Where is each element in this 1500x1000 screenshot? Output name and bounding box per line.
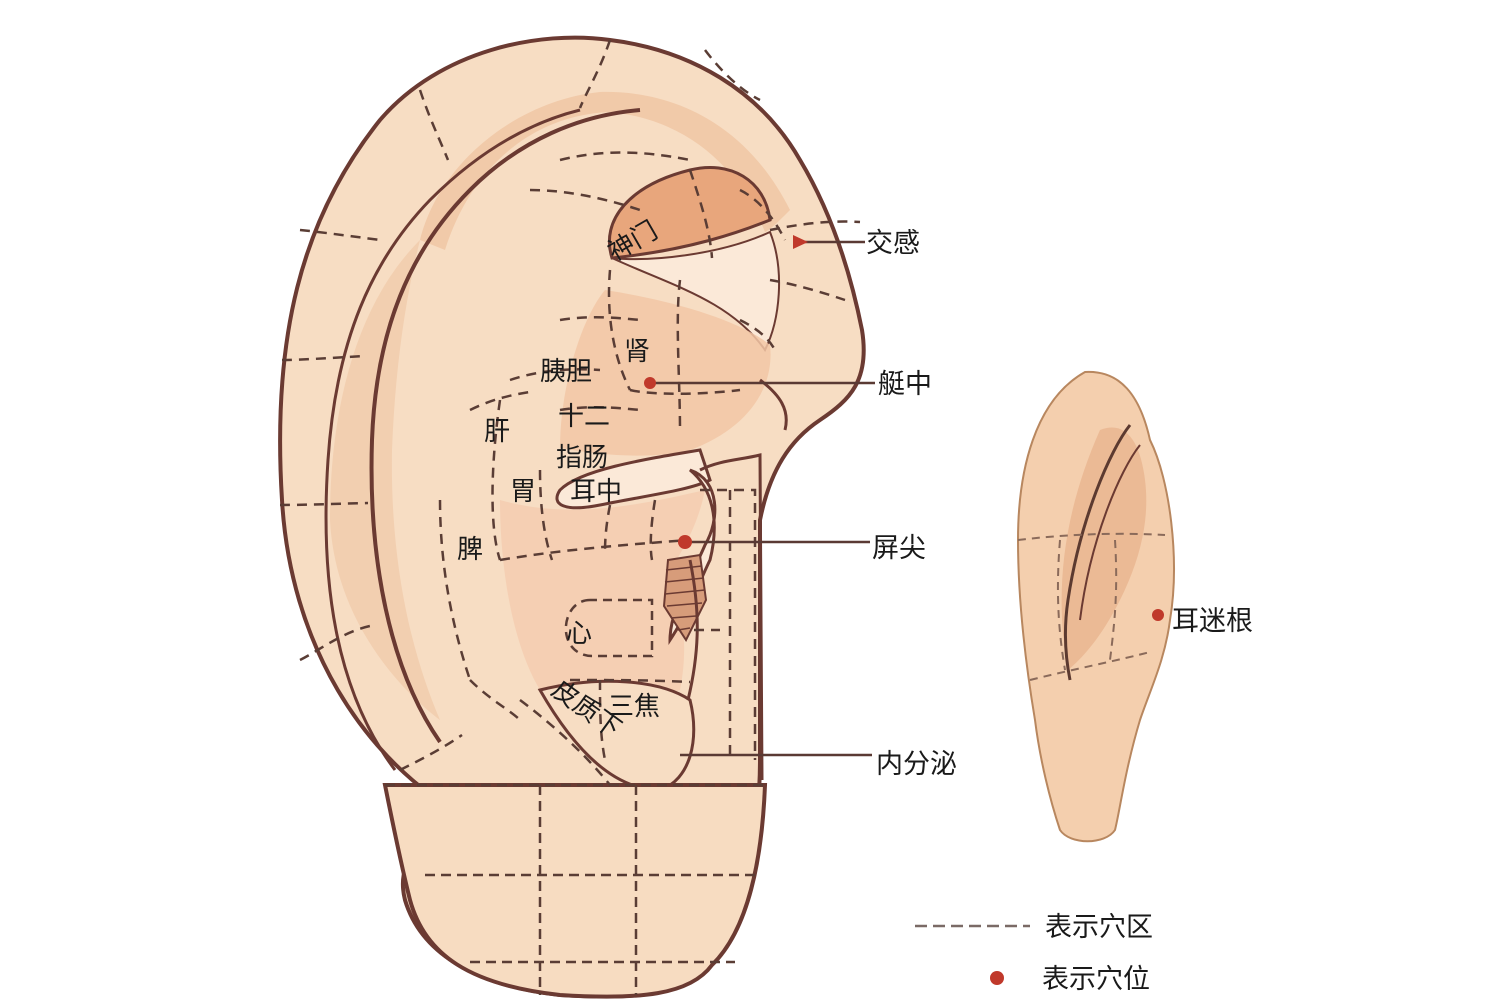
callout-leaders bbox=[650, 240, 875, 757]
label-shier: 十二 bbox=[558, 402, 610, 432]
concha-edge bbox=[699, 453, 764, 781]
antitragus bbox=[537, 679, 696, 792]
side-ear-dashes bbox=[1017, 532, 1166, 681]
callout-ermigen: 耳迷根 bbox=[1172, 606, 1253, 637]
zone-dashes bbox=[279, 39, 861, 786]
label-sanjiao: 三焦 bbox=[608, 692, 660, 722]
label-wei: 胃 bbox=[510, 477, 536, 507]
pingjian-point bbox=[678, 535, 692, 549]
callout-neifenmi: 内分泌 bbox=[876, 749, 957, 780]
front-ear bbox=[278, 35, 866, 999]
side-ear bbox=[1016, 370, 1175, 843]
callout-jiaogan: 交感 bbox=[866, 228, 920, 259]
jiaogan-marker bbox=[793, 235, 808, 249]
label-yidan: 胰胆 bbox=[540, 357, 592, 387]
helix-band bbox=[420, 91, 790, 250]
label-xin: 心 bbox=[566, 619, 592, 649]
heart-region bbox=[564, 598, 654, 658]
callout-tingzhong: 艇中 bbox=[878, 369, 932, 400]
lobe-grid bbox=[385, 783, 765, 995]
helix-inner-edge bbox=[324, 108, 581, 771]
label-shen: 肾 bbox=[624, 337, 650, 367]
triangular-fossa bbox=[607, 165, 772, 260]
callout-pingjian: 屏尖 bbox=[872, 533, 926, 564]
label-zhichang: 指肠 bbox=[556, 443, 608, 473]
legend-area-label: 表示穴区 bbox=[1045, 912, 1153, 943]
helix-inner-band bbox=[330, 240, 440, 720]
label-pi: 脾 bbox=[457, 535, 483, 565]
side-ear-shade bbox=[1061, 427, 1147, 670]
side-ear-ridge-2 bbox=[1079, 444, 1141, 621]
superior-crus bbox=[611, 230, 781, 352]
legend-point-label: 表示穴位 bbox=[1042, 964, 1150, 995]
helix-crus bbox=[555, 448, 712, 510]
ear-lobe bbox=[382, 783, 768, 999]
tingzhong-point bbox=[644, 377, 656, 389]
side-ear-ridge bbox=[1063, 424, 1132, 681]
label-erzhong: 耳中 bbox=[570, 477, 622, 507]
antihelix-ridge bbox=[369, 108, 641, 744]
label-gan: 肝 bbox=[484, 417, 510, 447]
ermigen-point bbox=[1152, 609, 1164, 621]
cymba-concha bbox=[560, 290, 771, 456]
legend: 表示穴区 表示穴位 bbox=[915, 912, 1153, 995]
legend-point-swatch bbox=[990, 971, 1004, 985]
